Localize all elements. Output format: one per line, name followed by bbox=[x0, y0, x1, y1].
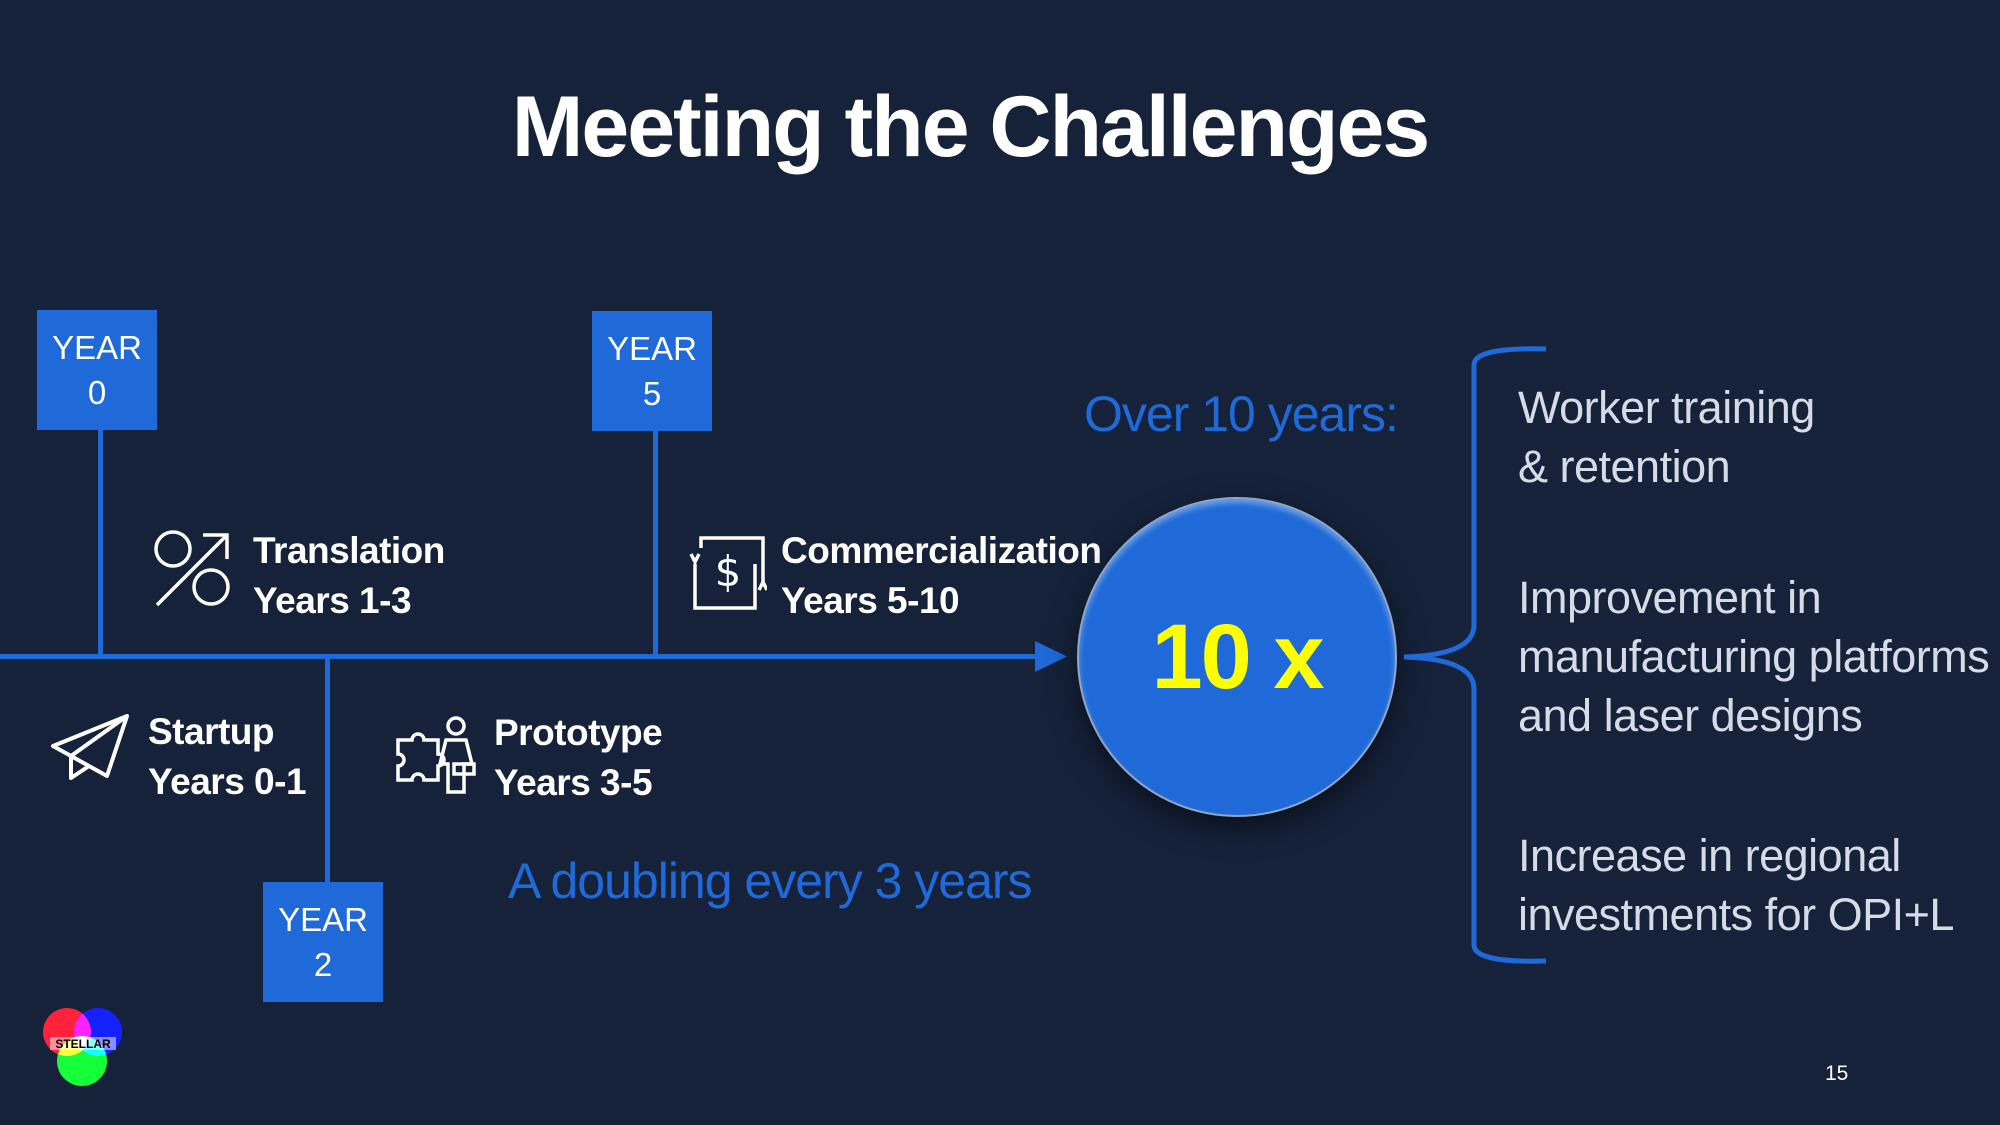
percent-arrow-icon bbox=[154, 530, 230, 607]
factor-line: investments for OPI+L bbox=[1518, 889, 1954, 940]
factor-line: & retention bbox=[1518, 441, 1731, 492]
curly-brace bbox=[1403, 346, 1547, 964]
year-value: 0 bbox=[87, 374, 107, 411]
multiplier-value: 10 x bbox=[1151, 605, 1324, 708]
puzzle-person-icon bbox=[396, 716, 476, 794]
phase-years: Years 3-5 bbox=[494, 762, 653, 803]
phase-years: Years 5-10 bbox=[781, 580, 960, 621]
phase-name: Translation bbox=[253, 530, 445, 571]
phase-name: Commercialization bbox=[781, 530, 1102, 571]
paper-plane-icon bbox=[51, 714, 129, 780]
phase-name: Prototype bbox=[494, 712, 663, 753]
year0-connector bbox=[98, 430, 103, 656]
dollar-exchange-icon: $ bbox=[689, 536, 767, 610]
factor-line: Increase in regional bbox=[1518, 830, 1901, 881]
phase-name: Startup bbox=[148, 711, 275, 752]
year2-connector bbox=[325, 656, 330, 882]
factor-line: Worker training bbox=[1518, 382, 1815, 433]
svg-text:$: $ bbox=[715, 547, 742, 596]
multiplier-circle: 10 x bbox=[1077, 497, 1397, 817]
year5-connector bbox=[653, 431, 658, 656]
doubling-caption: A doubling every 3 years bbox=[508, 853, 1033, 909]
stellar-logo: STELLAR bbox=[43, 1008, 122, 1086]
factor-investments: Increase in regional investments for OPI+… bbox=[1518, 826, 1954, 944]
year-marker-5: YEAR 5 bbox=[592, 311, 712, 431]
timeline-arrowhead-icon bbox=[1035, 641, 1067, 672]
factor-line: and laser designs bbox=[1518, 690, 1863, 741]
phase-years: Years 0-1 bbox=[148, 761, 307, 802]
factor-line: Improvement in bbox=[1518, 572, 1822, 623]
timeline-axis bbox=[0, 654, 1045, 659]
year-marker-2: YEAR 2 bbox=[263, 882, 383, 1002]
outcome-heading: Over 10 years: bbox=[1084, 386, 1399, 442]
year-label: YEAR bbox=[278, 901, 368, 938]
year-value: 5 bbox=[642, 375, 662, 412]
page-number: 15 bbox=[1825, 1062, 1849, 1085]
slide-title: Meeting the Challenges bbox=[511, 79, 1431, 175]
year-label: YEAR bbox=[52, 329, 142, 366]
factor-line: manufacturing platforms bbox=[1518, 631, 1990, 682]
factor-manufacturing: Improvement in manufacturing platforms and… bbox=[1518, 568, 1990, 745]
year-value: 2 bbox=[313, 946, 333, 983]
phase-years: Years 1-3 bbox=[253, 580, 412, 621]
svg-text:STELLAR: STELLAR bbox=[55, 1037, 111, 1051]
year-label: YEAR bbox=[607, 330, 697, 367]
year-marker-0: YEAR 0 bbox=[37, 310, 157, 430]
factor-worker-training: Worker training & retention bbox=[1518, 378, 1815, 496]
